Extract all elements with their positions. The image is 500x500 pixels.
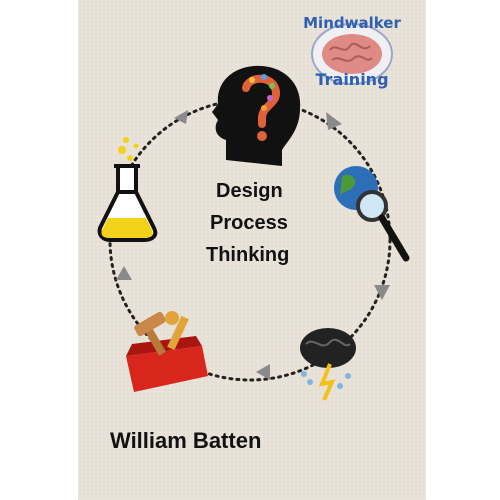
title-line: Design [216, 180, 283, 202]
cycle-arrow-icon [174, 110, 188, 124]
cycle-diagram [97, 65, 410, 401]
cycle-arrow-icon [326, 112, 342, 130]
toolbox-icon [126, 311, 208, 392]
title-line: Thinking [206, 244, 290, 266]
cycle-arrow-icon [374, 285, 390, 300]
head-question-icon [212, 65, 301, 166]
cycle-arrow-icon [256, 364, 270, 380]
cycle-arrow-icon [116, 266, 132, 280]
mindwalker-badge: Mindwalker Training [300, 10, 404, 96]
title-line: Process [210, 212, 288, 234]
badge-top-text: Mindwalker [303, 14, 401, 32]
book-cover: Design Process Thinking William Batten [78, 0, 426, 500]
author-name: William Batten [110, 428, 262, 453]
badge-bottom-text: Training [315, 70, 389, 89]
brain-lightning-icon [300, 328, 356, 401]
globe-magnifier-icon [334, 166, 410, 262]
flask-icon [97, 137, 158, 242]
badge-brain-icon [311, 23, 393, 85]
